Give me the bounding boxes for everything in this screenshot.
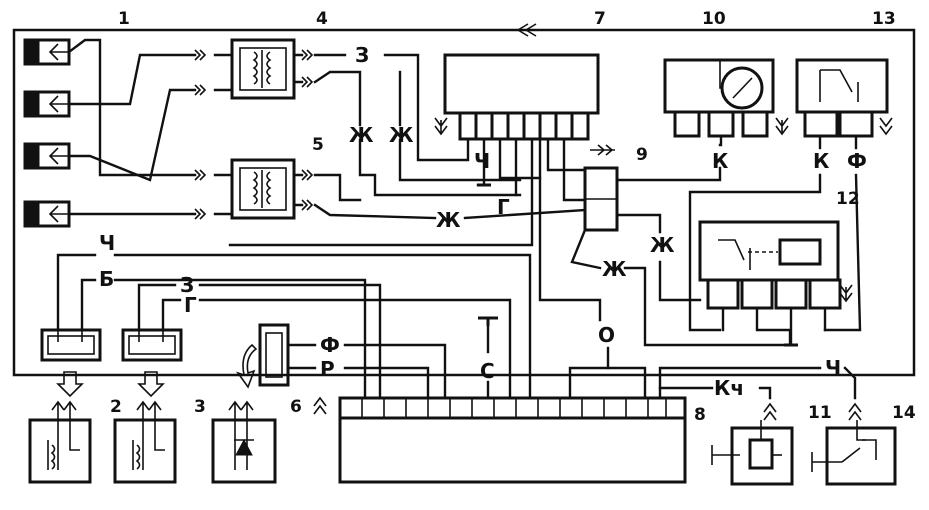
wire-label-zh-lower: Ж: [602, 257, 627, 281]
label-component-1: 1: [118, 9, 130, 29]
wire-label-ch-left: Ч: [99, 231, 115, 255]
sensor-wires-2-3: [56, 253, 532, 400]
wire-label-ch-right: Ч: [825, 356, 841, 380]
arrow-marker-7: [517, 23, 537, 37]
wire-label-g-left: Г: [184, 293, 197, 317]
label-component-5: 5: [312, 135, 324, 155]
sensor-connector-a: [23, 38, 71, 66]
sensor-connector-d: [23, 200, 71, 228]
sensor-6-wires: [286, 343, 447, 400]
wire-label-k-gauge: К: [712, 149, 729, 173]
diagram-border: [12, 28, 916, 377]
label-component-10: 10: [702, 9, 726, 29]
ignition-coil-5: [230, 158, 296, 220]
control-module-7: [443, 53, 600, 141]
label-component-2: 2: [110, 397, 122, 417]
ground-arrow-7: [434, 117, 448, 136]
coil-wires: [313, 53, 587, 220]
ground-arrow-12: [839, 284, 853, 303]
relay-9-wires: [570, 166, 792, 347]
label-component-4: 4: [316, 9, 328, 29]
label-component-9: 9: [636, 145, 648, 165]
label-component-14: 14: [892, 403, 916, 423]
sensor-3: [113, 328, 183, 484]
wire-label-ch-module: Ч: [474, 149, 490, 173]
gauge-10: [663, 58, 775, 147]
ignition-coil-4: [230, 38, 296, 100]
wire-label-s-ecu: С: [480, 359, 495, 383]
sensor-11: [711, 420, 794, 486]
wire-label-z-top: З: [355, 43, 369, 67]
arrow-marker-9: [590, 144, 615, 156]
ground-arrow-13: [879, 117, 893, 136]
wire-label-k-switch: К: [813, 149, 830, 173]
arrow-marker-11: [763, 402, 777, 421]
wire-label-zh-relay: Ж: [650, 233, 675, 257]
sensor-connector-c: [23, 142, 71, 170]
ground-arrow-10: [775, 117, 789, 136]
label-component-7: 7: [594, 9, 606, 29]
wire-label-zh-left: Ж: [349, 123, 374, 147]
label-component-12: 12: [836, 189, 860, 209]
label-component-3: 3: [194, 397, 206, 417]
ground-arrow-8: [313, 396, 327, 415]
wire-label-b-left: Б: [99, 267, 114, 291]
arrow-marker-14: [848, 402, 862, 421]
sensor-2: [28, 328, 102, 484]
wire-label-z-left: З: [180, 273, 194, 297]
sensor-6: [211, 323, 290, 484]
switch-13: [795, 58, 889, 138]
wire-label-g-module: Г: [497, 195, 510, 219]
module-7-wires: [228, 137, 602, 322]
label-component-13: 13: [872, 9, 896, 29]
wire-label-r-sensor: Р: [320, 357, 335, 381]
relay-block-12: [698, 220, 842, 310]
wire-label-o-ecu: О: [598, 323, 615, 347]
switch-14: [811, 420, 897, 486]
label-component-8: 8: [694, 405, 706, 425]
sensor-wires: [67, 38, 206, 220]
ecu-8: [338, 396, 687, 484]
wire-label-f-switch: Ф: [847, 149, 867, 173]
wire-label-zh-coil: Ж: [436, 208, 461, 232]
wire-label-zh-right: Ж: [389, 123, 414, 147]
sensor-connectors-group: [23, 38, 71, 228]
label-component-6: 6: [290, 397, 302, 417]
wire-label-f-sensor: Ф: [320, 333, 340, 357]
wire-label-kch: Кч: [714, 376, 744, 400]
ecu-8-wires: [486, 323, 857, 400]
sensor-connector-b: [23, 90, 71, 118]
relay-9: [583, 166, 619, 232]
relay-block-12-wires: [721, 306, 827, 347]
switch-13-wires: [688, 134, 862, 332]
label-component-11: 11: [808, 403, 832, 423]
